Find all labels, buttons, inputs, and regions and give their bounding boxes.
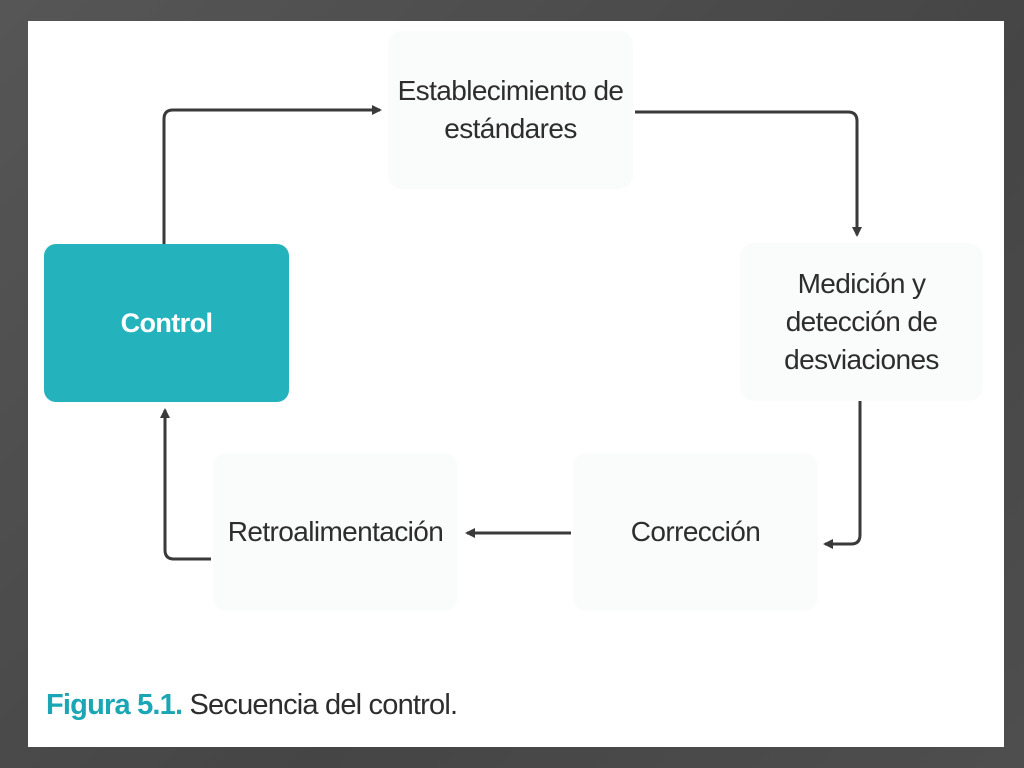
slide: Establecimiento de estándares Medición y… bbox=[28, 21, 1004, 747]
node-retroalimentacion: Retroalimentación bbox=[213, 453, 458, 611]
figure-caption-text: Secuencia del control. bbox=[189, 689, 459, 721]
arrow-estandares-to-medicion bbox=[635, 110, 862, 237]
node-correccion: Corrección bbox=[573, 453, 818, 611]
figure-label: Figura 5.1. bbox=[46, 689, 183, 721]
arrow-control-to-estandares bbox=[162, 105, 382, 244]
arrow-medicion-to-correccion bbox=[823, 401, 862, 549]
flow-arrows bbox=[160, 105, 862, 561]
node-label: Corrección bbox=[630, 516, 761, 547]
node-label: Establecimiento de estándares bbox=[397, 75, 624, 144]
node-label: Retroalimentación bbox=[227, 516, 444, 547]
node-establecimiento-de-estandares: Establecimiento de estándares bbox=[388, 31, 633, 189]
node-label: Control bbox=[120, 308, 213, 338]
node-medicion-y-deteccion: Medición y detección de desviaciones bbox=[740, 243, 983, 401]
node-control: Control bbox=[44, 244, 289, 402]
figure-caption: Figura 5.1. Secuencia del control. bbox=[46, 689, 459, 722]
arrow-retroalimentacion-to-control bbox=[160, 408, 211, 561]
node-label: Medición y detección de desviaciones bbox=[784, 268, 939, 375]
